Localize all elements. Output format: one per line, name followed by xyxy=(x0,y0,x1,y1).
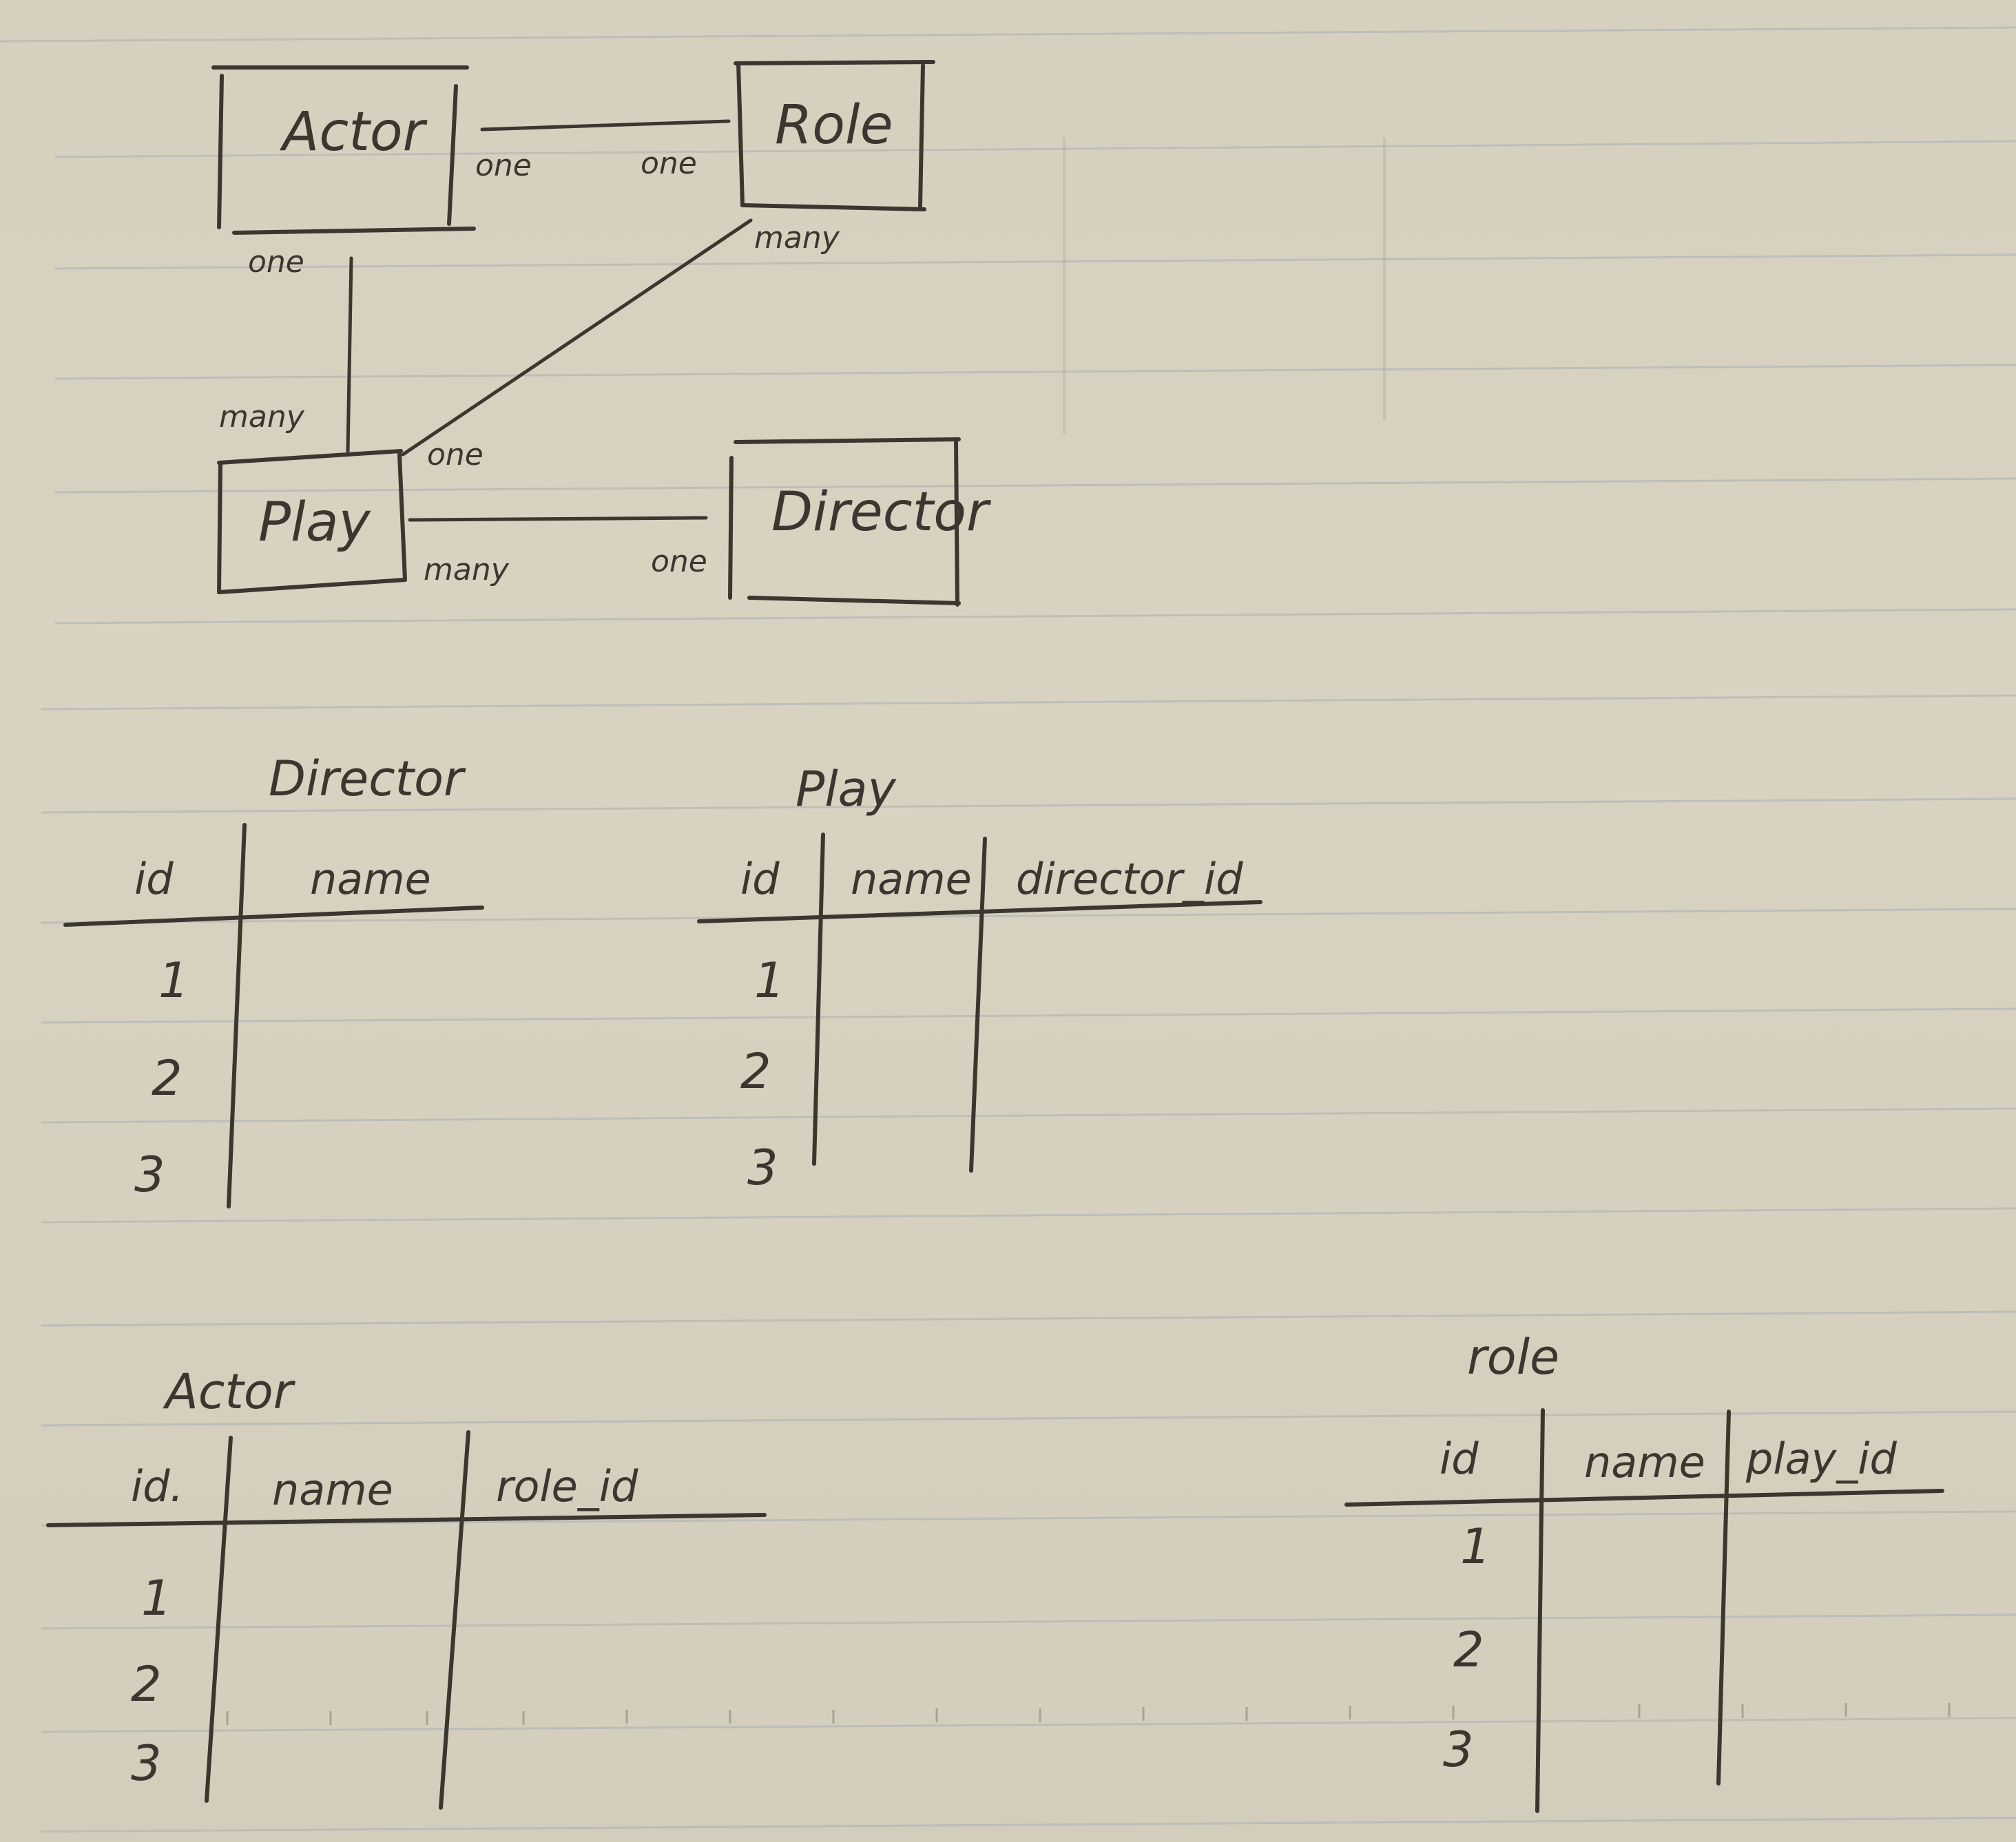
row-id: 2 xyxy=(131,1656,162,1713)
row-id: 3 xyxy=(1443,1721,1474,1778)
table-director: Director id name 1 2 3 xyxy=(63,751,484,1208)
cardinality-actor-role-role: one xyxy=(641,146,697,181)
tick-marks xyxy=(226,1703,1951,1725)
entity-role: Role xyxy=(734,60,935,211)
bleed-through xyxy=(1063,138,1386,434)
actor-play-link xyxy=(346,256,353,453)
entity-director: Director xyxy=(728,437,992,607)
actor-role-link xyxy=(480,119,731,132)
entity-play: Play xyxy=(217,449,407,594)
column-header: director_id xyxy=(1016,854,1243,904)
row-id: 3 xyxy=(134,1147,165,1203)
entity-actor: Actor xyxy=(211,65,476,235)
table-title-actor: Actor xyxy=(163,1363,296,1420)
cardinality-role-play-role: many xyxy=(754,220,840,255)
cardinality-actor-role-actor: one xyxy=(475,148,532,183)
row-id: 1 xyxy=(141,1570,172,1626)
cardinality-role-play-play: one xyxy=(427,437,484,472)
play-director-link xyxy=(408,516,708,522)
column-header: name xyxy=(310,854,431,904)
table-actor: Actor id. name role_id 1 2 3 xyxy=(46,1363,767,1810)
column-header: id xyxy=(134,854,174,904)
table-title-director: Director xyxy=(269,751,466,807)
role-box-label: Role xyxy=(775,94,893,156)
table-title-play: Play xyxy=(796,761,897,817)
column-header: name xyxy=(851,854,972,904)
director-box-label: Director xyxy=(771,481,992,543)
column-header: name xyxy=(1584,1437,1705,1487)
row-id: 2 xyxy=(152,1050,183,1107)
table-play: Play id name director_id 1 2 3 xyxy=(697,761,1262,1196)
play-box-label: Play xyxy=(258,492,372,554)
row-id: 3 xyxy=(131,1735,162,1792)
actor-box-label: Actor xyxy=(279,101,428,163)
ruled-lines xyxy=(0,26,2016,1833)
column-header: id xyxy=(1440,1434,1479,1484)
column-header: id xyxy=(740,854,780,904)
cardinality-play-director-director: one xyxy=(651,544,707,579)
table-title-role: role xyxy=(1467,1329,1559,1385)
row-id: 2 xyxy=(740,1043,771,1100)
column-header: id. xyxy=(131,1461,183,1511)
cardinality-actor-play-play: many xyxy=(219,399,305,435)
row-id: 1 xyxy=(158,952,189,1009)
column-header: role_id xyxy=(496,1461,638,1511)
cardinality-actor-play-actor: one xyxy=(248,244,304,280)
column-header: play_id xyxy=(1745,1434,1897,1484)
row-id: 1 xyxy=(754,952,785,1009)
table-role: role id name play_id 1 2 3 xyxy=(1344,1329,1944,1813)
role-play-link xyxy=(401,218,753,457)
cardinality-play-director-play: many xyxy=(424,552,510,587)
column-header: name xyxy=(272,1465,393,1515)
row-id: 1 xyxy=(1460,1518,1491,1575)
row-id: 2 xyxy=(1453,1622,1484,1678)
row-id: 3 xyxy=(747,1140,778,1196)
